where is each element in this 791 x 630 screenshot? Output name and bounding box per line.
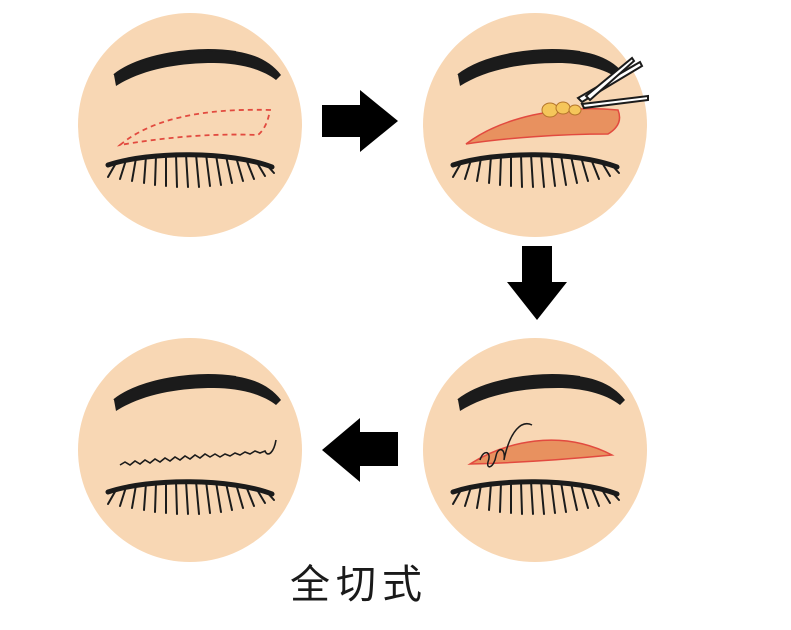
panel-incision-marking [78,13,302,237]
panel-tissue-removal [423,13,649,237]
dashed-incision-line [116,108,272,147]
arrow-right-icon [322,90,398,152]
skin-circle [78,338,302,562]
arrow-left-icon [322,418,398,482]
wound-area [467,439,615,465]
suture-needle-icon [479,423,533,468]
forceps-icon [576,56,649,110]
skin-circle [78,13,302,237]
panel-suturing [423,338,647,562]
arrow-down-icon [507,246,567,320]
fat-globules [541,101,582,118]
panel-sutured-result [78,338,302,562]
caption-title: 全切式 [290,562,428,608]
stitch-line-icon [119,439,277,466]
excised-area [465,107,621,145]
